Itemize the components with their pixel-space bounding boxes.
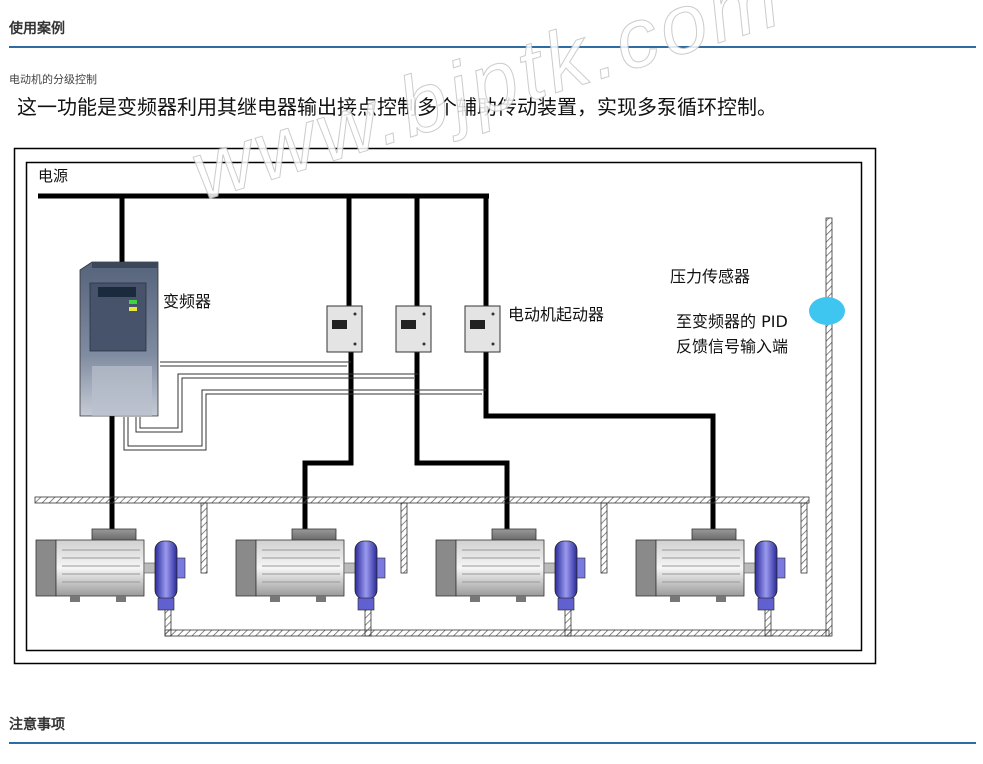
status-led-yellow [129,307,137,311]
section-title-usage: 使用案例 [9,21,65,37]
motor-starter [464,305,501,353]
starter-label: 电动机起动器 [508,305,604,324]
description-text: 这一功能是变频器利用其继电器输出接点控制多个辅助传动装置，实现多泵循环控制。 [17,95,777,119]
pressure-sensor [809,297,845,325]
inverter-label: 变频器 [163,292,211,311]
pump-motor [235,528,386,611]
section-title-notes: 注意事项 [9,717,65,733]
pump-coupling [554,540,578,600]
pump-motor [35,528,186,611]
sensor-pipe [825,217,833,637]
pump-coupling [154,540,178,600]
motor-feed-wire [414,352,510,533]
inverter-unit [79,261,159,417]
relay-control-wire [123,393,482,451]
relay-control-wire [139,373,418,429]
power-label: 电源 [38,167,68,185]
motor-starter [326,305,363,353]
motor-feed-wire [483,352,716,533]
status-led-green [129,300,137,304]
relay-control-wire [127,389,486,447]
diagram-inner-frame [25,161,863,652]
discharge-pipe [34,496,810,504]
motor-feed-wire [302,352,354,533]
suction-pipe [164,629,830,637]
section-divider [9,742,976,744]
motor-starter [395,305,432,353]
pid-feedback-label-line2: 反馈信号输入端 [676,337,788,356]
pump-coupling [354,540,378,600]
pump-coupling [754,540,778,600]
pump-motor [635,528,786,611]
pressure-sensor-label: 压力传感器 [670,267,750,286]
section-divider [9,46,976,48]
diagram-subtitle: 电动机的分级控制 [9,73,97,86]
relay-control-wire [135,377,414,433]
pid-feedback-label-line1: 至变频器的 PID [676,312,788,331]
diagram-outer-frame [13,147,877,665]
pump-motor [435,528,586,611]
